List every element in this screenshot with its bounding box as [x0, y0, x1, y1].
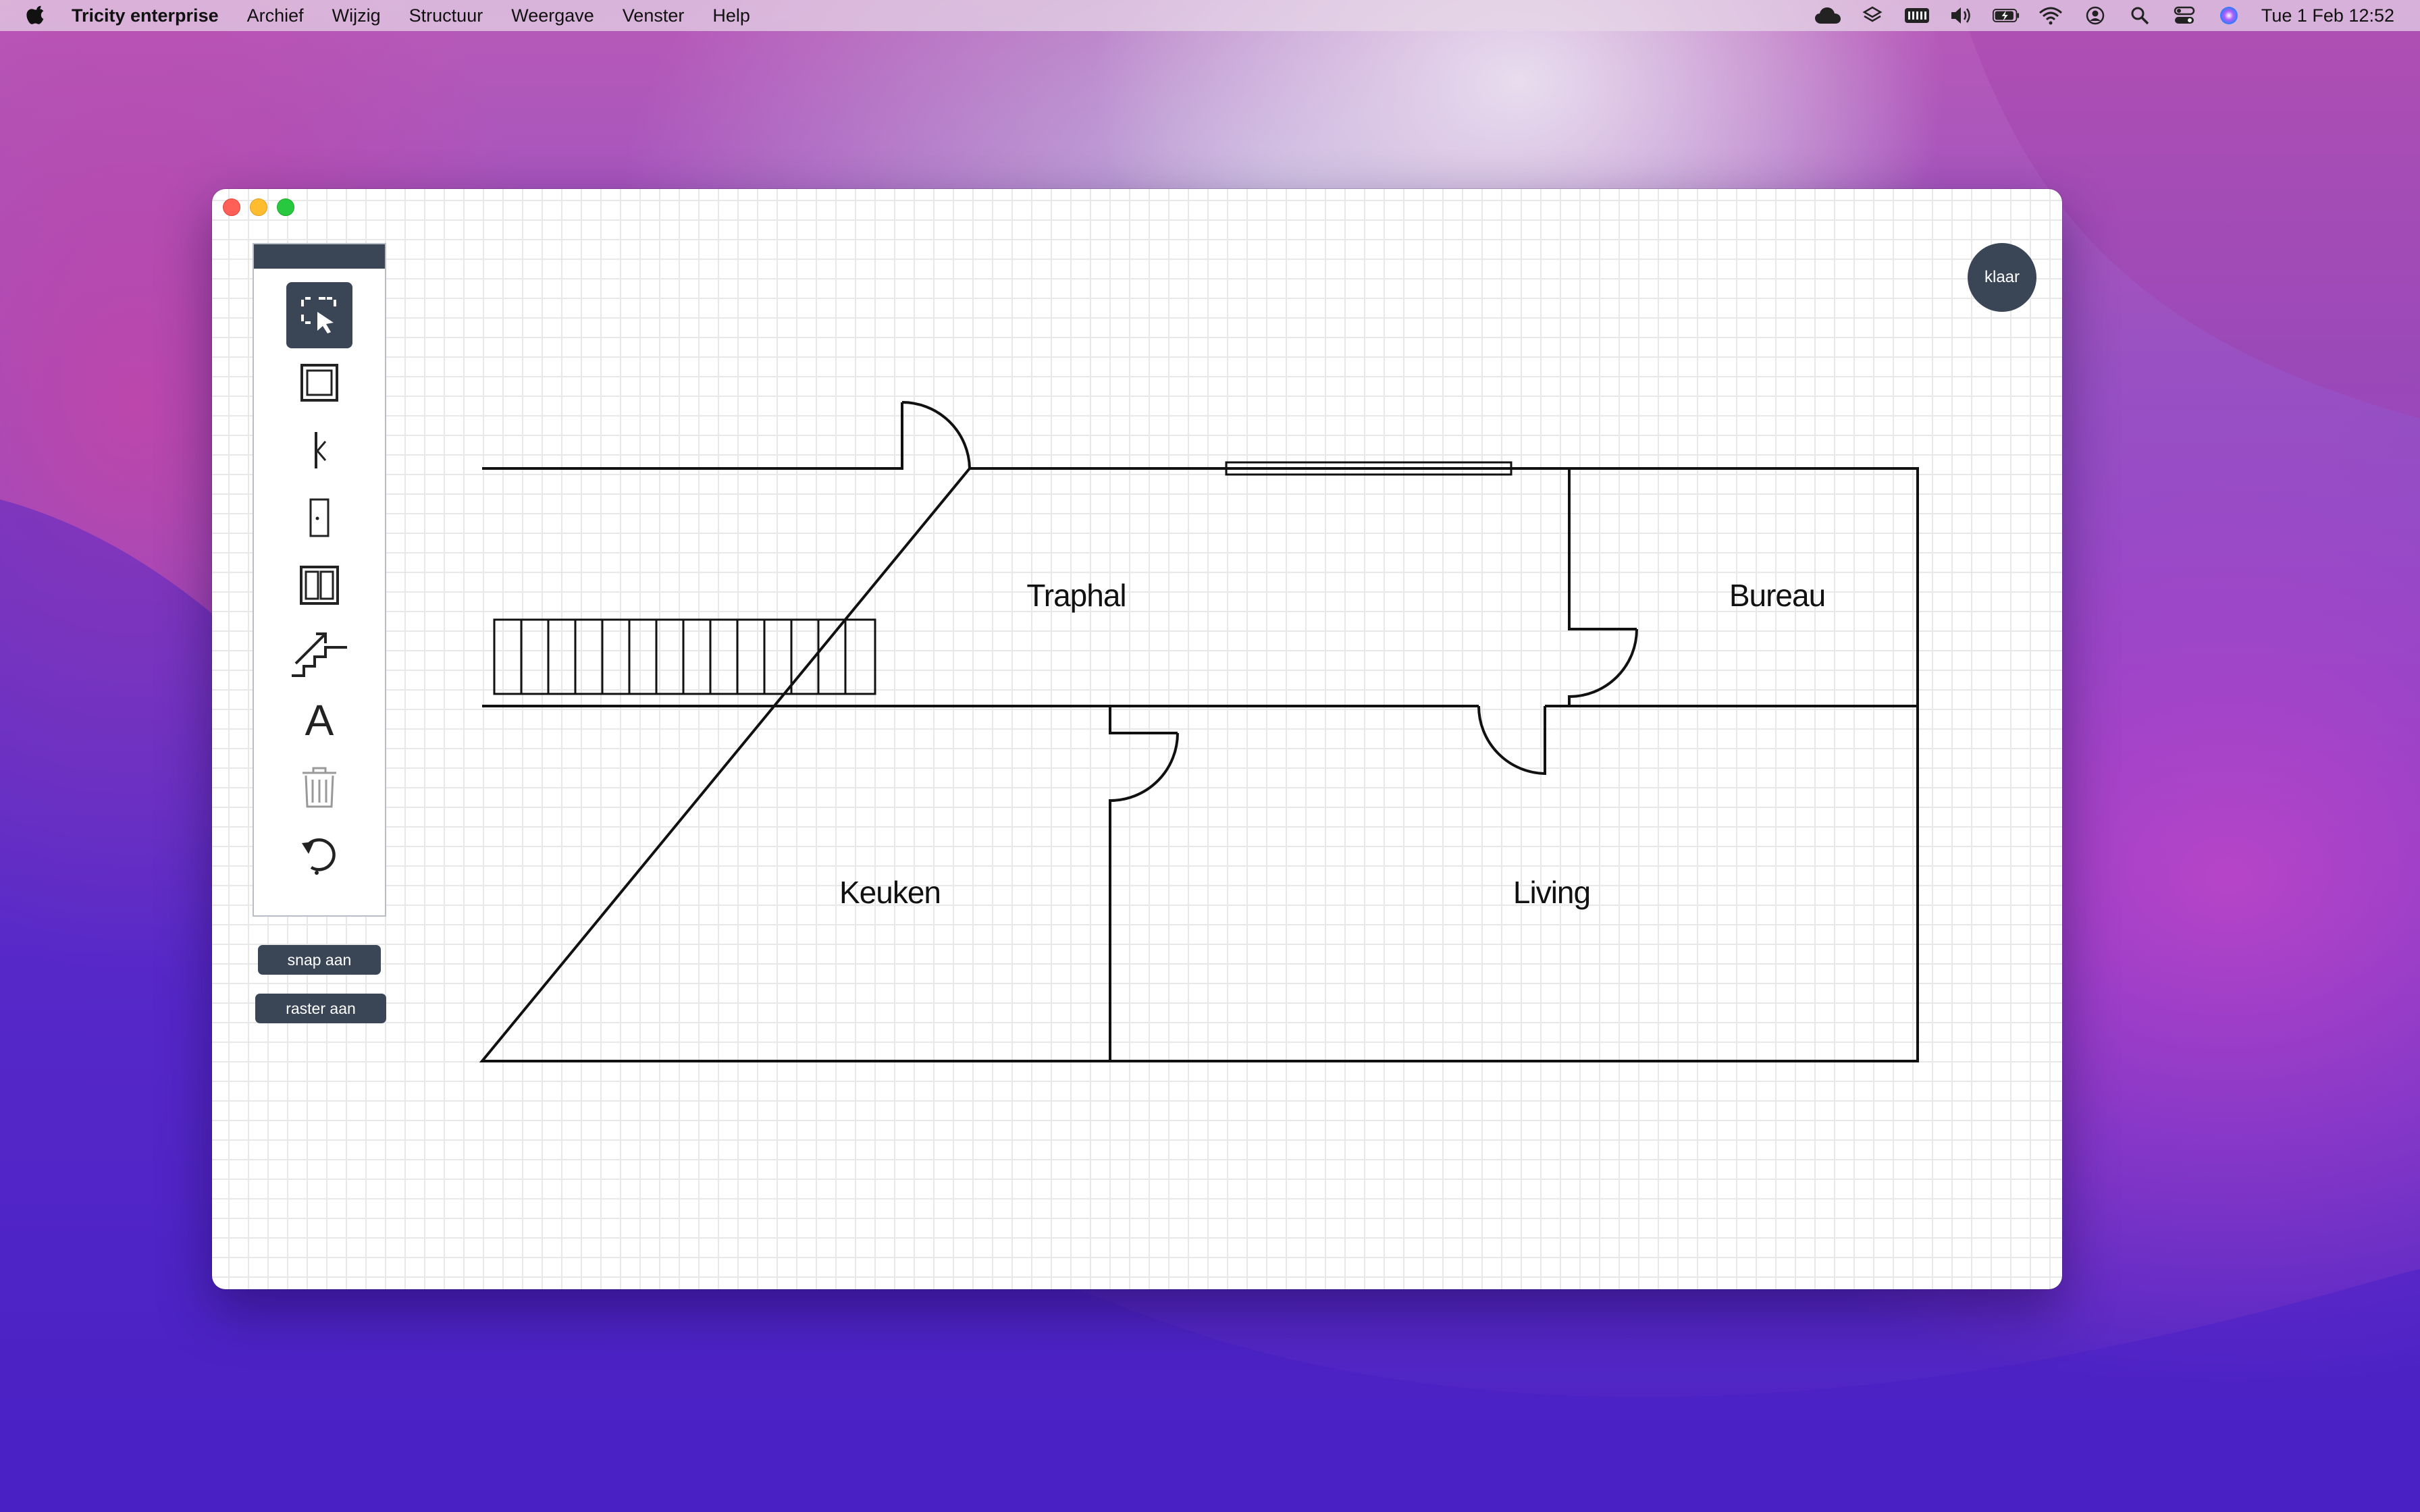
undo-tool-button[interactable] — [286, 822, 352, 888]
wall-keuken — [1109, 706, 1178, 734]
select-tool-button[interactable] — [286, 282, 352, 348]
wall-icon — [315, 432, 327, 468]
siri-icon[interactable] — [2215, 2, 2242, 29]
battery-icon[interactable] — [1992, 2, 2020, 29]
room-label-living[interactable]: Living — [1512, 875, 1591, 910]
keyboard-icon[interactable] — [1903, 2, 1930, 29]
tool-palette-header[interactable] — [254, 244, 385, 269]
stairs-icon — [292, 632, 347, 677]
delete-tool-button[interactable] — [286, 755, 352, 821]
text-icon: A — [305, 696, 334, 745]
menu-weergave[interactable]: Weergave — [511, 5, 594, 26]
room-icon — [300, 364, 338, 402]
volume-icon[interactable] — [1948, 2, 1975, 29]
menu-venster[interactable]: Venster — [622, 5, 685, 26]
snap-toggle-button[interactable]: snap aan — [258, 945, 381, 975]
stairs — [493, 618, 876, 695]
close-window-button[interactable] — [223, 198, 240, 216]
floorplan-canvas[interactable] — [212, 189, 2062, 1289]
undo-icon — [302, 838, 336, 875]
room-label-traphal[interactable]: Traphal — [1026, 578, 1126, 613]
layers-icon[interactable] — [1859, 2, 1886, 29]
room-tool-button[interactable] — [286, 350, 352, 416]
trash-icon — [302, 767, 336, 808]
clock[interactable]: Tue 1 Feb 12:52 — [2261, 5, 2394, 26]
wifi-icon[interactable] — [2037, 2, 2064, 29]
door-bureau — [1568, 628, 1638, 706]
wall-outer-top-right — [479, 467, 1919, 1062]
door-tool-button[interactable] — [286, 485, 352, 551]
cloud-icon[interactable] — [1814, 2, 1841, 29]
menu-help[interactable]: Help — [712, 5, 750, 26]
menu-wijzig[interactable]: Wijzig — [332, 5, 381, 26]
done-button[interactable]: klaar — [1968, 243, 2036, 312]
select-icon — [301, 297, 336, 333]
menu-structuur[interactable]: Structuur — [409, 5, 483, 26]
control-center-icon[interactable] — [2171, 2, 2198, 29]
door-icon — [309, 498, 330, 537]
app-window: Traphal Bureau Keuken Living — [212, 189, 2062, 1289]
menu-archief[interactable]: Archief — [246, 5, 304, 26]
user-icon[interactable] — [2082, 2, 2109, 29]
window-tool-button[interactable] — [286, 552, 352, 618]
text-tool-button[interactable]: A — [286, 687, 352, 753]
door-keuken — [1109, 732, 1179, 1061]
wall-tool-button[interactable] — [286, 417, 352, 483]
search-icon[interactable] — [2126, 2, 2153, 29]
menu-bar: Tricity enterprise Archief Wijzig Struct… — [0, 0, 2420, 31]
grid-toggle-button[interactable]: raster aan — [255, 994, 386, 1023]
tool-palette: A — [253, 243, 386, 917]
window-icon — [300, 566, 339, 605]
apple-icon[interactable] — [26, 4, 46, 27]
room-label-keuken[interactable]: Keuken — [839, 875, 941, 910]
minimize-window-button[interactable] — [250, 198, 267, 216]
window-top — [1225, 461, 1512, 476]
door-entrance — [901, 401, 971, 469]
zoom-window-button[interactable] — [277, 198, 294, 216]
door-living — [1477, 705, 1546, 776]
app-name-menu[interactable]: Tricity enterprise — [72, 5, 219, 26]
room-label-bureau[interactable]: Bureau — [1729, 578, 1826, 613]
wall-bureau — [1568, 468, 1637, 630]
wall-outer-top-left — [482, 402, 903, 470]
stairs-tool-button[interactable] — [286, 620, 352, 686]
